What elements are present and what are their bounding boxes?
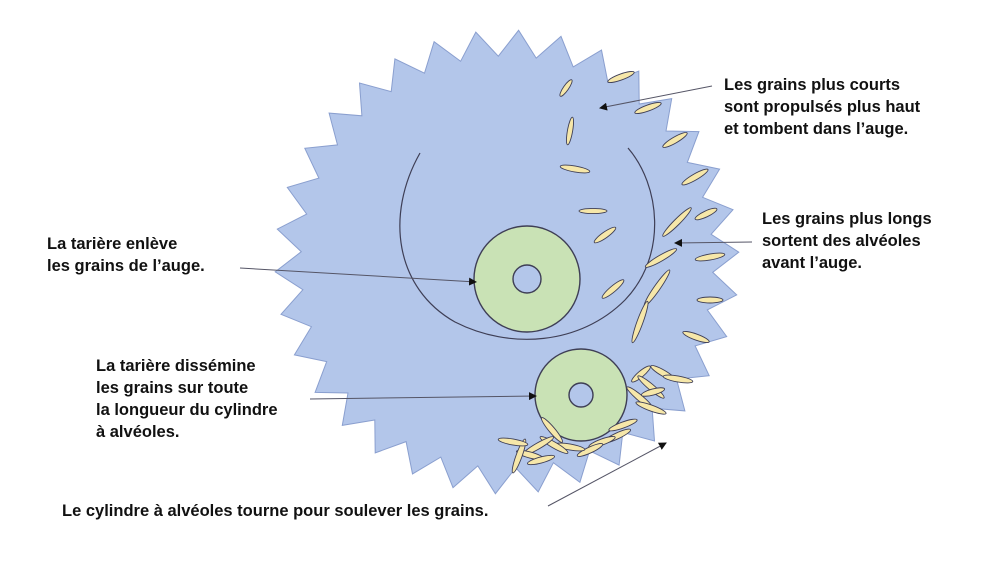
grain (696, 296, 724, 304)
pointer-cylinder-rotates (547, 442, 667, 507)
grain (682, 330, 710, 344)
grain (631, 300, 649, 344)
upper-auger-shaft (512, 264, 542, 294)
grain (681, 168, 709, 186)
grain (566, 116, 574, 146)
label-auger-spreads: La tarière dissémine les grains sur tout… (96, 355, 278, 443)
label-auger-spreads-line: les grains sur toute (96, 379, 249, 397)
grain (578, 207, 608, 215)
grain (694, 207, 718, 221)
grains (497, 70, 726, 474)
trough-curve (399, 147, 656, 340)
label-auger-removes-line: les grains de l’auge. (47, 257, 205, 275)
grain (511, 438, 527, 474)
grain (631, 365, 651, 383)
grain (662, 207, 692, 237)
label-long-grains-line: avant l’auge. (762, 254, 862, 272)
lower-auger (534, 348, 628, 442)
label-long-grains-line: Les grains plus longs (762, 210, 932, 228)
grain (635, 401, 667, 415)
pointer-auger-removes (239, 267, 477, 286)
label-short-grains-line: Les grains plus courts (724, 76, 901, 94)
label-long-grains: Les grains plus longs sortent des alvéol… (762, 208, 932, 274)
grain (640, 387, 666, 397)
pointer-short-grains (599, 85, 713, 111)
grain (644, 248, 678, 268)
grain (593, 226, 617, 244)
label-cylinder-rotates-line: Le cylindre à alvéoles tourne pour soule… (62, 502, 489, 520)
grain (559, 79, 573, 97)
pointer-auger-spreads (309, 392, 537, 401)
grain (694, 252, 726, 262)
label-auger-spreads-line: à alvéoles. (96, 423, 180, 441)
lower-auger-shaft (568, 382, 594, 408)
grain (559, 164, 591, 174)
label-auger-removes-line: La tarière enlève (47, 235, 178, 253)
grain (634, 101, 662, 115)
grain (601, 279, 625, 299)
grain (608, 418, 638, 432)
label-auger-spreads-line: La tarière dissémine (96, 357, 256, 375)
label-cylinder-rotates: Le cylindre à alvéoles tourne pour soule… (62, 500, 488, 522)
label-auger-spreads-line: la longueur du cylindre (96, 401, 278, 419)
grain (497, 437, 529, 447)
grain (527, 454, 555, 466)
label-short-grains: Les grains plus courts sont propulsés pl… (724, 74, 920, 140)
label-long-grains-line: sortent des alvéoles (762, 232, 921, 250)
upper-auger (473, 225, 581, 333)
grain (662, 132, 688, 148)
pointer-long-grains (674, 238, 753, 247)
grain (576, 443, 604, 457)
grain (541, 417, 563, 443)
label-short-grains-line: sont propulsés plus haut (724, 98, 921, 116)
grain (607, 70, 635, 84)
grain (662, 374, 694, 384)
pointer-lines (239, 85, 753, 507)
label-short-grains-line: et tombent dans l’auge. (724, 120, 909, 138)
label-auger-removes: La tarière enlève les grains de l’auge. (47, 233, 205, 277)
